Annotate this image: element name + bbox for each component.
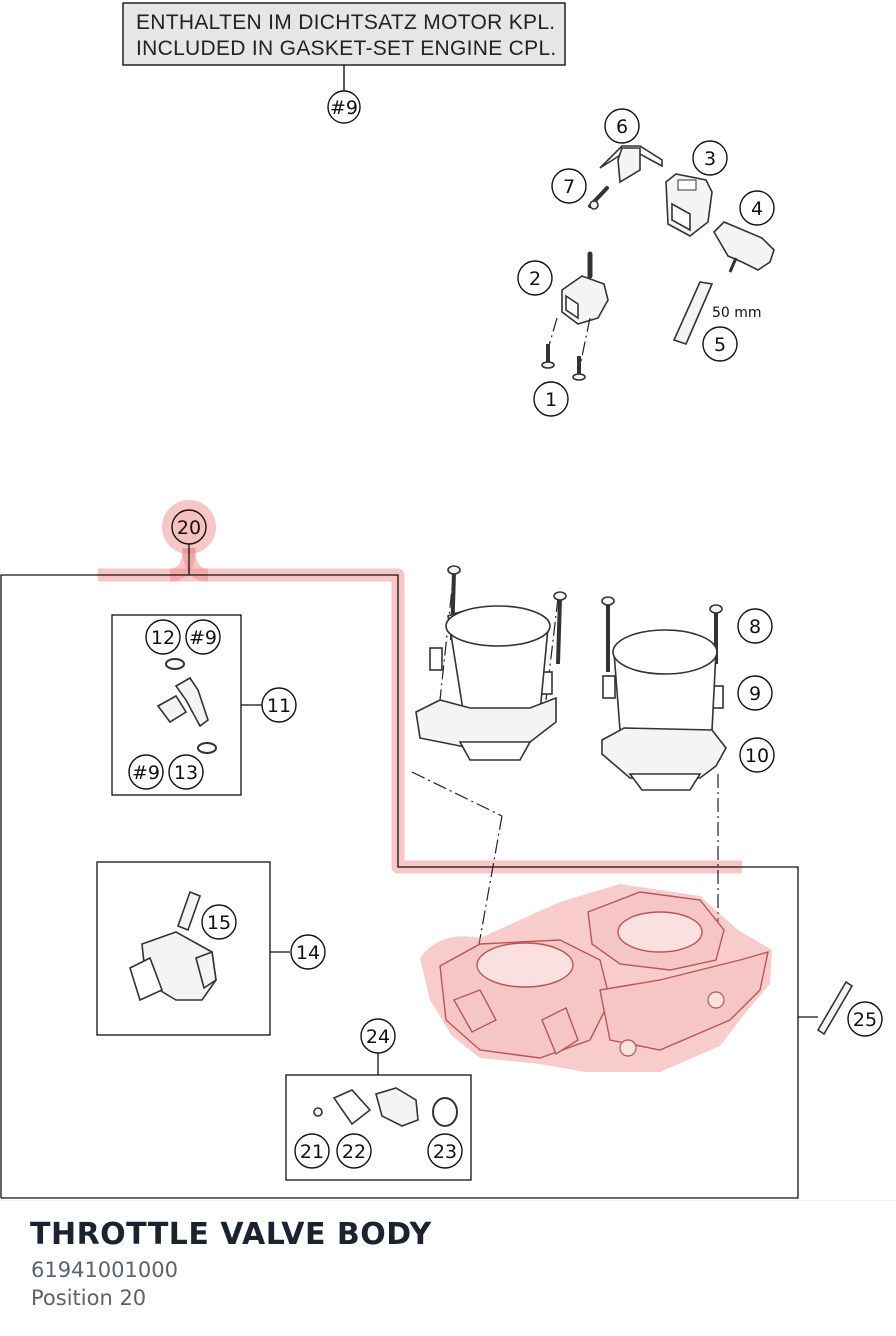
callout-24[interactable]: 24 [360,1018,396,1054]
exploded-parts-diagram: ENTHALTEN IM DICHTSATZ MOTOR KPL. INCLUD… [0,2,883,1199]
callout-7[interactable]: 7 [551,168,587,204]
actuator-box [96,861,290,1036]
part-position: Position 20 [31,1286,147,1310]
note-line-1: ENTHALTEN IM DICHTSATZ MOTOR KPL. [136,11,555,34]
svg-text:14: 14 [296,942,320,964]
svg-text:15: 15 [207,912,231,934]
callout-25[interactable]: 25 [847,1001,883,1037]
callout-1[interactable]: 1 [533,381,569,417]
intake-funnel-right [601,596,727,791]
svg-text:24: 24 [366,1026,390,1048]
gasket-note: ENTHALTEN IM DICHTSATZ MOTOR KPL. INCLUD… [122,2,566,124]
part-title: THROTTLE VALVE BODY [30,1217,432,1252]
callout-note-ref[interactable]: #9 [327,90,361,124]
callout-9[interactable]: 9 [737,675,773,711]
sensor-kit-box [285,1053,472,1181]
intake-funnel-left [415,565,567,761]
callout-5[interactable]: 5 [702,326,738,362]
assembly-frame [0,500,818,1199]
svg-text:10: 10 [745,745,769,767]
svg-text:25: 25 [853,1009,877,1031]
svg-text:8: 8 [749,616,761,638]
svg-text:2: 2 [529,268,541,290]
callout-3[interactable]: 3 [692,140,728,176]
svg-text:13: 13 [174,762,198,784]
callout-10[interactable]: 10 [739,737,775,773]
sensor-group-parts [541,145,775,381]
part-number: 61941001000 [31,1258,178,1282]
svg-text:6: 6 [616,116,628,138]
callout-13[interactable]: 13 [168,754,204,790]
svg-text:#9: #9 [132,762,160,784]
callout-11[interactable]: 11 [261,687,297,723]
svg-text:21: 21 [300,1141,324,1163]
note-line-2: INCLUDED IN GASKET-SET ENGINE CPL. [136,37,557,60]
callout-20[interactable]: 20 [171,509,207,545]
callout-21[interactable]: 21 [294,1133,330,1169]
svg-text:1: 1 [545,389,557,411]
callout-6[interactable]: 6 [604,108,640,144]
hose-length-label: 50 mm [712,305,762,321]
injector-box [111,614,262,796]
svg-text:5: 5 [714,334,726,356]
callout-12-ref[interactable]: #9 [185,619,221,655]
svg-text:23: 23 [433,1141,457,1163]
callout-8[interactable]: 8 [737,608,773,644]
svg-text:9: 9 [749,683,761,705]
throttle-body-highlighted [420,884,772,1072]
svg-text:#9: #9 [189,627,217,649]
pin-part [816,980,854,1036]
svg-text:20: 20 [177,517,201,539]
svg-text:#9: #9 [330,97,358,119]
svg-text:12: 12 [151,627,175,649]
callout-23[interactable]: 23 [427,1133,463,1169]
callout-2[interactable]: 2 [517,260,553,296]
callout-15[interactable]: 15 [201,904,237,940]
callout-12[interactable]: 12 [145,619,181,655]
callout-14[interactable]: 14 [290,934,326,970]
svg-text:22: 22 [342,1141,366,1163]
svg-text:4: 4 [751,198,763,220]
svg-text:7: 7 [563,176,575,198]
callout-4[interactable]: 4 [739,190,775,226]
part-info-footer: THROTTLE VALVE BODY 61941001000 Position… [0,1200,896,1336]
callout-13-ref[interactable]: #9 [128,754,164,790]
svg-text:11: 11 [267,695,291,717]
svg-text:3: 3 [704,148,716,170]
callout-22[interactable]: 22 [336,1133,372,1169]
